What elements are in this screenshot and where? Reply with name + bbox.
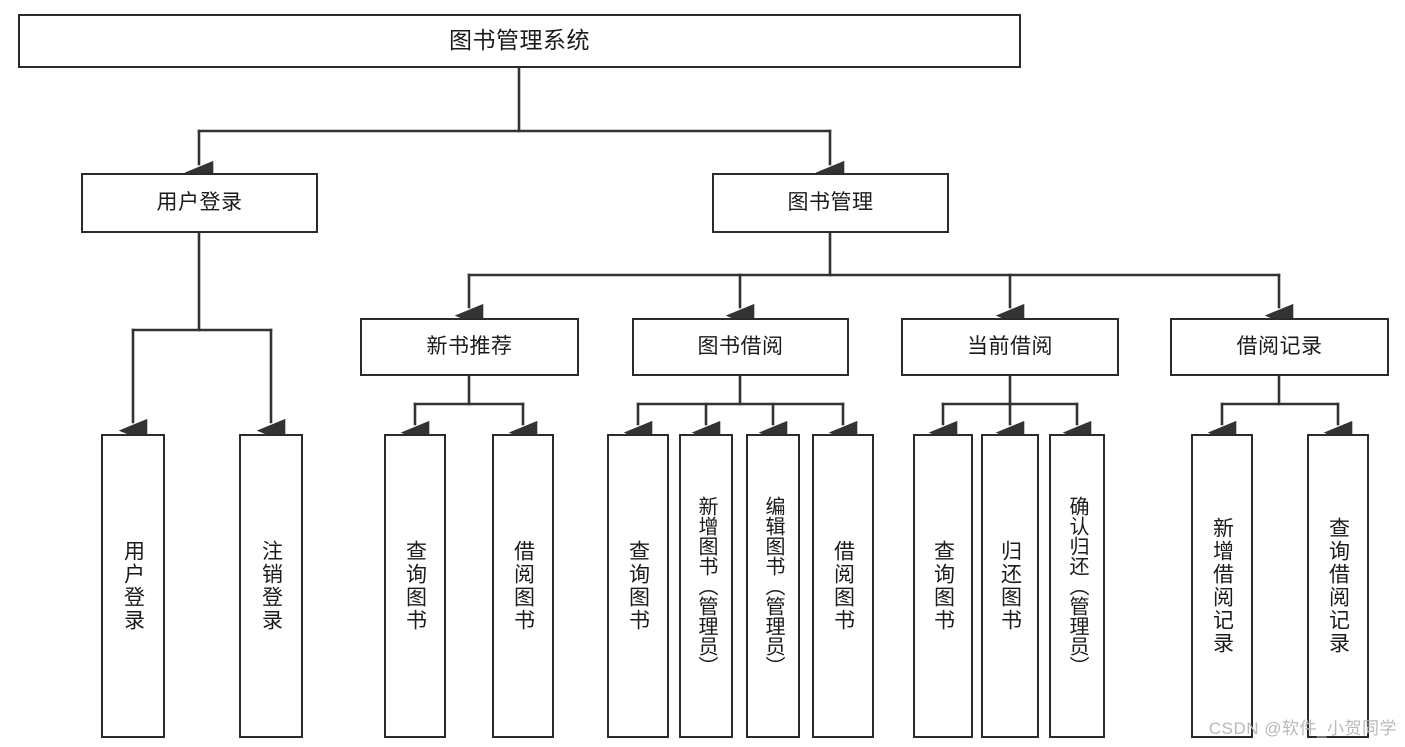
node-leaf-confirm-return[interactable]: 确认归还（管理员） (1049, 434, 1105, 738)
node-label: 新书推荐 (426, 335, 513, 359)
node-leaf-return-book[interactable]: 归还图书 (981, 434, 1039, 738)
node-leaf-add-book[interactable]: 新增图书（管理员） (679, 434, 733, 738)
node-label: 图书管理系统 (449, 27, 590, 54)
node-current-borrow[interactable]: 当前借阅 (901, 318, 1119, 376)
node-new-book-recommend[interactable]: 新书推荐 (360, 318, 579, 376)
node-leaf-edit-book[interactable]: 编辑图书（管理员） (746, 434, 800, 738)
watermark-text: CSDN @软件_小贺同学 (1208, 719, 1397, 738)
node-leaf-query-book-recommend[interactable]: 查询图书 (384, 434, 446, 738)
node-leaf-add-borrow-record[interactable]: 新增借阅记录 (1191, 434, 1253, 738)
node-leaf-user-login[interactable]: 用户登录 (101, 434, 165, 738)
node-label: 查询图书 (931, 540, 955, 632)
node-leaf-borrow-book-recommend[interactable]: 借阅图书 (492, 434, 554, 738)
node-label: 查询图书 (626, 540, 650, 632)
node-leaf-query-book-current[interactable]: 查询图书 (913, 434, 973, 738)
node-label: 借阅图书 (831, 540, 855, 632)
node-leaf-query-book-borrow[interactable]: 查询图书 (607, 434, 669, 738)
node-label: 注销登录 (259, 540, 283, 632)
node-label: 查询图书 (403, 540, 427, 632)
node-borrow-record[interactable]: 借阅记录 (1170, 318, 1389, 376)
node-label: 新增图书（管理员） (695, 496, 717, 676)
node-label: 借阅记录 (1236, 335, 1323, 359)
node-label: 用户登录 (121, 540, 145, 632)
node-label: 用户登录 (156, 191, 243, 215)
node-label: 确认归还（管理员） (1066, 496, 1088, 676)
node-label: 图书管理 (787, 191, 874, 215)
node-label: 归还图书 (998, 540, 1022, 632)
node-label: 借阅图书 (511, 540, 535, 632)
node-leaf-query-borrow-record[interactable]: 查询借阅记录 (1307, 434, 1369, 738)
node-label: 编辑图书（管理员） (762, 496, 784, 676)
node-label: 当前借阅 (967, 335, 1053, 359)
node-leaf-logout-login[interactable]: 注销登录 (239, 434, 303, 738)
node-label: 图书借阅 (697, 335, 784, 359)
node-book-management[interactable]: 图书管理 (712, 173, 949, 233)
node-book-borrow[interactable]: 图书借阅 (632, 318, 849, 376)
node-root-book-management-system[interactable]: 图书管理系统 (18, 14, 1021, 68)
node-label: 查询借阅记录 (1326, 517, 1350, 655)
node-user-login[interactable]: 用户登录 (81, 173, 318, 233)
node-label: 新增借阅记录 (1210, 517, 1234, 655)
node-leaf-borrow-book-borrow[interactable]: 借阅图书 (812, 434, 874, 738)
